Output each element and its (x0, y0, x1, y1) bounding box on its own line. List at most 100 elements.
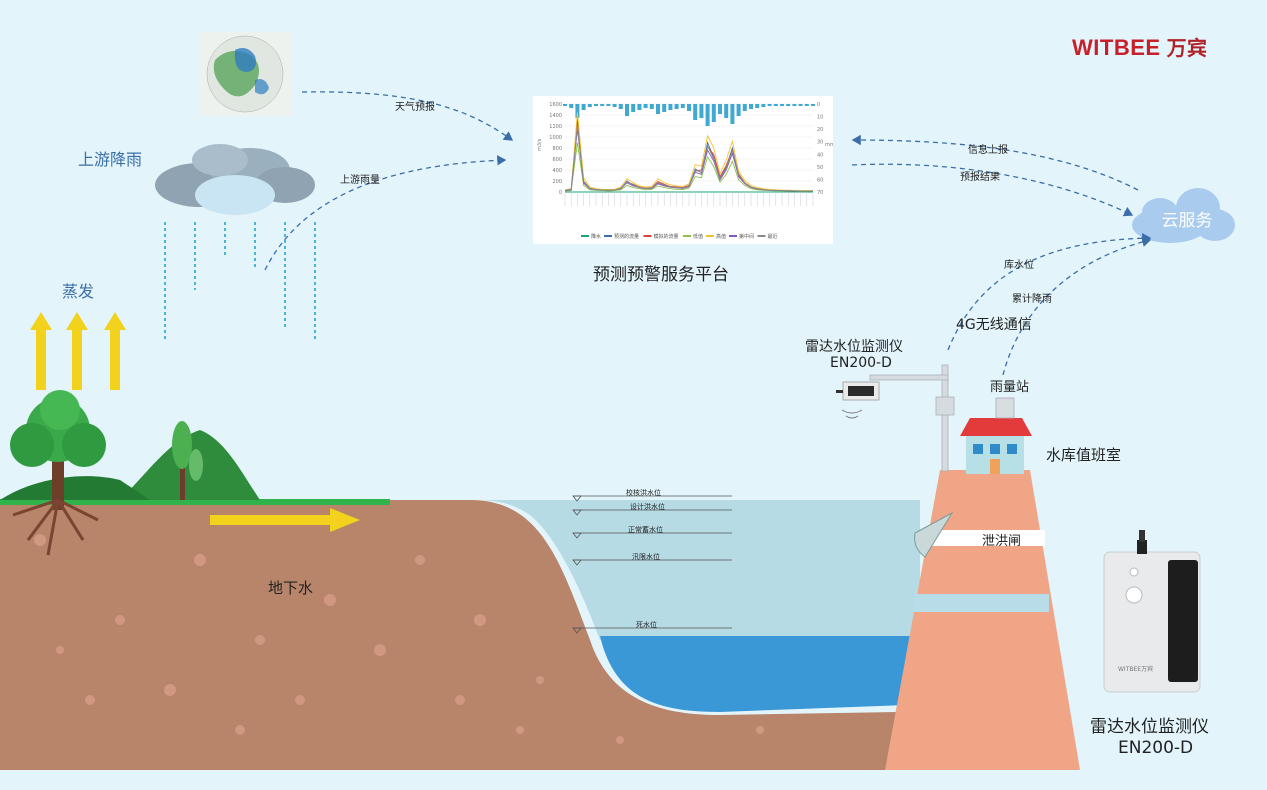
chart-y2-tick: 0 (817, 102, 820, 108)
hills-dark (0, 476, 150, 500)
chart-precip-bar (612, 104, 617, 107)
chart-precip-bar (606, 104, 611, 106)
chart-legend-label: 最近 (768, 233, 778, 240)
radar-sensor-icon (836, 381, 880, 419)
chart-precip-bar (699, 104, 704, 118)
chart-y2-tick: 20 (817, 127, 823, 133)
chart-precip-bar (680, 104, 685, 108)
chart-legend-label: 高值 (716, 233, 726, 240)
chart-precip-bar (618, 104, 623, 109)
chart-precip-bar (711, 104, 716, 122)
chart-y-tick: 1400 (549, 113, 562, 119)
device-badge: WITBEE万宾 (1118, 666, 1154, 673)
evaporation-label: 蒸发 (62, 282, 95, 301)
chart-precip-bar (798, 104, 803, 106)
water-level-label: 设计洪水位 (630, 503, 665, 511)
flow-label-reservoir-level: 库水位 (1004, 260, 1034, 271)
chart-y-tick: 1200 (549, 124, 562, 130)
tree-right (172, 421, 203, 500)
spillway-gate (914, 511, 954, 558)
flow-label-forecast: 天气预报 (395, 102, 435, 113)
chart-precip-bar (594, 104, 598, 106)
chart-precip-bar (563, 104, 567, 106)
water-level-label: 死水位 (636, 621, 657, 629)
chart-precip-bar (755, 104, 760, 108)
chart-y-tick: 1600 (549, 102, 562, 108)
chart-precip-bar (656, 104, 660, 114)
dam-band-2 (914, 594, 1049, 612)
chart-precip-bar (811, 104, 815, 106)
flow-arrows (264, 91, 1152, 376)
chart-precip-bar (786, 104, 791, 106)
water-level-label: 正常蓄水位 (628, 526, 663, 534)
chart-precip-bar (742, 104, 747, 111)
chart-series-line (564, 117, 813, 192)
tree-left (10, 390, 106, 556)
chart-precip-bar (625, 104, 629, 116)
chart-y-tick: 800 (552, 146, 562, 152)
chart-precip-bar (587, 104, 592, 107)
upstream-rain-label: 上游降雨 (78, 150, 143, 169)
chart-y-tick: 0 (559, 190, 562, 196)
chart-precip-bar (767, 104, 772, 106)
flow-label-forecast-result: 预报结果 (960, 172, 1000, 183)
chart-precip-bar (736, 104, 741, 116)
dam-band-1 (925, 530, 1045, 546)
rain-gauge (995, 397, 1015, 419)
flow-label-rain-amount: 上游雨量 (340, 175, 380, 186)
chart-precip-bar (761, 104, 766, 107)
chart-precip-bar (637, 104, 642, 110)
duty-room-label: 水库值班室 (1046, 446, 1122, 464)
chart-y-tick: 400 (552, 168, 562, 174)
chart-y2-tick: 10 (817, 115, 823, 121)
chart-precip-bar (649, 104, 654, 109)
evaporation-arrows (30, 312, 126, 390)
chart-precip-bar (643, 104, 648, 108)
water-level-lines (573, 495, 732, 629)
chart-y2-tick: 30 (817, 140, 823, 146)
soil (0, 500, 900, 770)
soil-pebbles (34, 534, 764, 744)
chart-precip-bar (780, 104, 784, 106)
chart-series-line (564, 125, 813, 192)
chart-precip-bar (687, 104, 691, 111)
chart-y2-tick: 40 (817, 152, 823, 158)
cloud-service-label: 云服务 (1161, 211, 1213, 231)
chart-legend-label: 模拟的流量 (654, 233, 679, 240)
chart-y2-tick: 60 (817, 177, 823, 183)
chart-precip-bar (674, 104, 679, 109)
water-level-label: 校核洪水位 (626, 489, 661, 497)
chart-y2-label: mm (825, 142, 833, 148)
flow-label-wireless: 4G无线通信 (956, 317, 1032, 333)
reservoir-water-upper (472, 500, 920, 640)
chart-legend-label: 预测的流量 (614, 233, 639, 240)
flow-label-info-report: 信息上报 (968, 145, 1008, 156)
chart-legend-label: 第中间 (739, 233, 754, 240)
groundwater-arrow (210, 508, 360, 532)
chart-precip-bar (575, 104, 580, 118)
chart-y2-tick: 70 (817, 190, 823, 196)
chart-precip-bar (749, 104, 753, 109)
rain-station-label: 雨量站 (990, 380, 1030, 395)
chart-y2-tick: 50 (817, 165, 823, 171)
spillway-label: 泄洪闸 (982, 534, 1022, 549)
chart-precip-bar (705, 104, 710, 126)
radar-name-label: 雷达水位监测仪 (805, 339, 903, 355)
chart-precip-bar (569, 104, 574, 108)
chart-series-line (564, 128, 813, 192)
radar-pole (869, 364, 955, 472)
chart-precip-bar (581, 104, 586, 110)
chart-precip-bar (600, 104, 605, 106)
groundwater-label: 地下水 (268, 579, 314, 597)
radar-model-label: EN200-D (830, 355, 892, 371)
water-level-label: 汛限水位 (632, 553, 660, 561)
device-name-label: 雷达水位监测仪 (1090, 717, 1209, 737)
chart-precip-bar (724, 104, 729, 118)
chart-y-label: m3/s (537, 138, 543, 151)
platform-title: 预测预警服务平台 (593, 265, 729, 285)
chart-precip-bar (792, 104, 797, 106)
chart-precip-bar (631, 104, 636, 112)
